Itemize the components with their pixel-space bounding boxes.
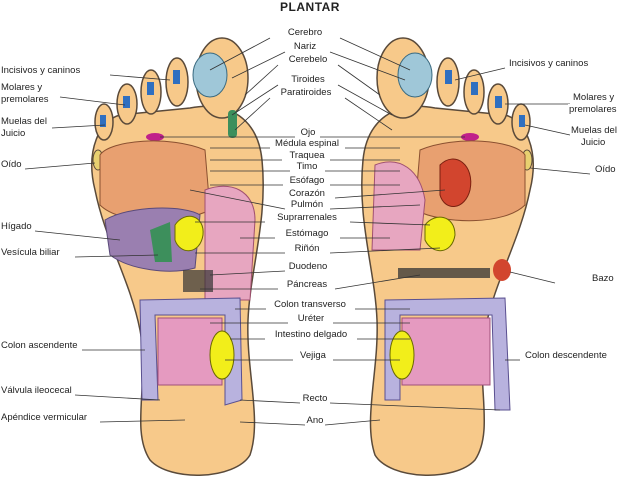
label-colon-transverso: Colon transverso xyxy=(273,299,347,310)
label-ureter: Uréter xyxy=(296,313,326,324)
label-higado: Hígado xyxy=(0,221,33,232)
label-ojo: Ojo xyxy=(299,127,317,138)
label-apendice-vermicular: Apéndice vermicular xyxy=(0,412,89,423)
label-estomago: Estómago xyxy=(284,228,330,239)
label-nariz: Nariz xyxy=(292,41,318,52)
label-right-molares-1: Molares y xyxy=(572,92,616,103)
label-colon-descendente: Colon descendente xyxy=(524,350,608,361)
label-medula-espinal: Médula espinal xyxy=(274,138,340,149)
left-foot xyxy=(91,37,264,476)
label-traquea: Traquea xyxy=(288,150,326,161)
label-colon-ascendente: Colon ascendente xyxy=(0,340,79,351)
label-left-muelas-1: Muelas del xyxy=(0,116,48,127)
label-pulmon: Pulmón xyxy=(289,199,325,210)
label-esofago: Esófago xyxy=(288,175,326,186)
label-timo: Timo xyxy=(295,161,319,172)
label-left-molares-1: Molares y xyxy=(0,82,44,93)
label-cerebelo: Cerebelo xyxy=(287,54,329,65)
label-vejiga: Vejiga xyxy=(299,350,327,361)
label-bazo: Bazo xyxy=(591,273,615,284)
label-rinon: Riñón xyxy=(293,243,321,254)
label-right-oido: Oído xyxy=(594,164,617,175)
right-foot xyxy=(361,37,534,476)
label-left-molares-2: premolares xyxy=(0,94,50,105)
label-right-muelas-2: Juicio xyxy=(580,137,607,148)
label-suprarrenales: Suprarrenales xyxy=(276,212,338,223)
diagram-title: PLANTAR xyxy=(280,0,340,14)
label-paratiroides: Paratiroides xyxy=(279,87,333,98)
leader-lines xyxy=(24,37,591,426)
label-right-incisivos: Incisivos y caninos xyxy=(508,58,590,69)
label-left-muelas-2: Juicio xyxy=(0,128,27,139)
label-right-molares-2: premolares xyxy=(568,104,618,115)
label-ano: Ano xyxy=(305,415,325,426)
label-corazon: Corazón xyxy=(288,188,326,199)
label-left-oido: Oído xyxy=(0,159,23,170)
label-recto: Recto xyxy=(301,393,329,404)
label-cerebro: Cerebro xyxy=(286,27,324,38)
label-intestino-delgado: Intestino delgado xyxy=(273,329,349,340)
label-vesicula-biliar: Vesícula biliar xyxy=(0,247,61,258)
label-left-incisivos: Incisivos y caninos xyxy=(0,65,82,76)
label-duodeno: Duodeno xyxy=(287,261,329,272)
label-right-muelas-1: Muelas del xyxy=(570,125,618,136)
label-tiroides: Tiroides xyxy=(290,74,326,85)
label-pancreas: Páncreas xyxy=(285,279,329,290)
label-valvula-ileocecal: Válvula ileocecal xyxy=(0,385,73,396)
